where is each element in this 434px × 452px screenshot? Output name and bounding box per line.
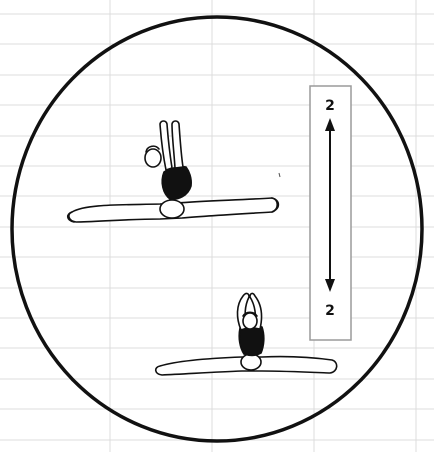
arrow-box: 2 2 <box>310 86 351 340</box>
leotard-torso <box>162 167 191 199</box>
right-arm-raised <box>172 121 183 168</box>
arrow-box-bottom-label: 2 <box>325 303 335 319</box>
hips <box>241 354 261 370</box>
left-arm-raised <box>160 121 172 170</box>
arrow-box-top-label: 2 <box>325 98 335 114</box>
hips <box>160 200 184 218</box>
head <box>243 313 257 329</box>
head <box>145 149 161 167</box>
boundary-circle <box>12 17 422 441</box>
stray-mark <box>279 173 280 177</box>
